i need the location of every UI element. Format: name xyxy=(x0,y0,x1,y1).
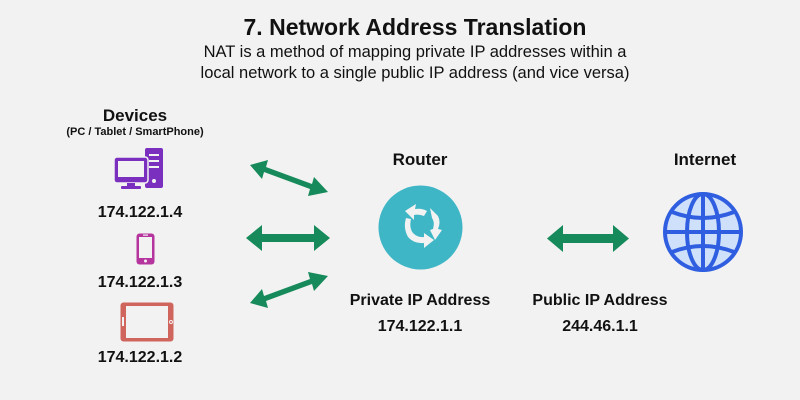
devices-subheading: (PC / Tablet / SmartPhone) xyxy=(66,126,204,138)
router-label: Router xyxy=(392,150,448,169)
internet-label: Internet xyxy=(673,150,737,169)
subtitle-line-1: NAT is a method of mapping private IP ad… xyxy=(203,43,627,61)
router-cycle-icon xyxy=(378,185,463,270)
tablet-icon xyxy=(120,302,174,342)
globe-icon xyxy=(663,192,743,272)
bidirectional-arrow-icon xyxy=(250,160,328,196)
devices-heading: Devices xyxy=(102,106,168,125)
page-title: 7. Network Address Translation xyxy=(243,14,587,40)
desktop-pc-icon xyxy=(113,148,163,189)
bidirectional-arrow-icon xyxy=(250,272,328,308)
private-ip-label: Private IP Address xyxy=(349,292,491,309)
public-ip-value: 244.46.1.1 xyxy=(562,318,638,335)
bidirectional-arrow-icon xyxy=(547,225,629,252)
device-ip-pc: 174.122.1.4 xyxy=(97,204,183,221)
device-ip-tablet: 174.122.1.2 xyxy=(97,349,183,366)
subtitle-line-2: local network to a single public IP addr… xyxy=(200,64,630,82)
bidirectional-arrow-icon xyxy=(246,225,330,251)
public-ip-label: Public IP Address xyxy=(532,292,668,309)
smartphone-icon xyxy=(136,233,155,265)
page-subtitle: NAT is a method of mapping private IP ad… xyxy=(0,42,800,84)
private-ip-value: 174.122.1.1 xyxy=(377,318,463,335)
device-ip-smartphone: 174.122.1.3 xyxy=(97,274,183,291)
